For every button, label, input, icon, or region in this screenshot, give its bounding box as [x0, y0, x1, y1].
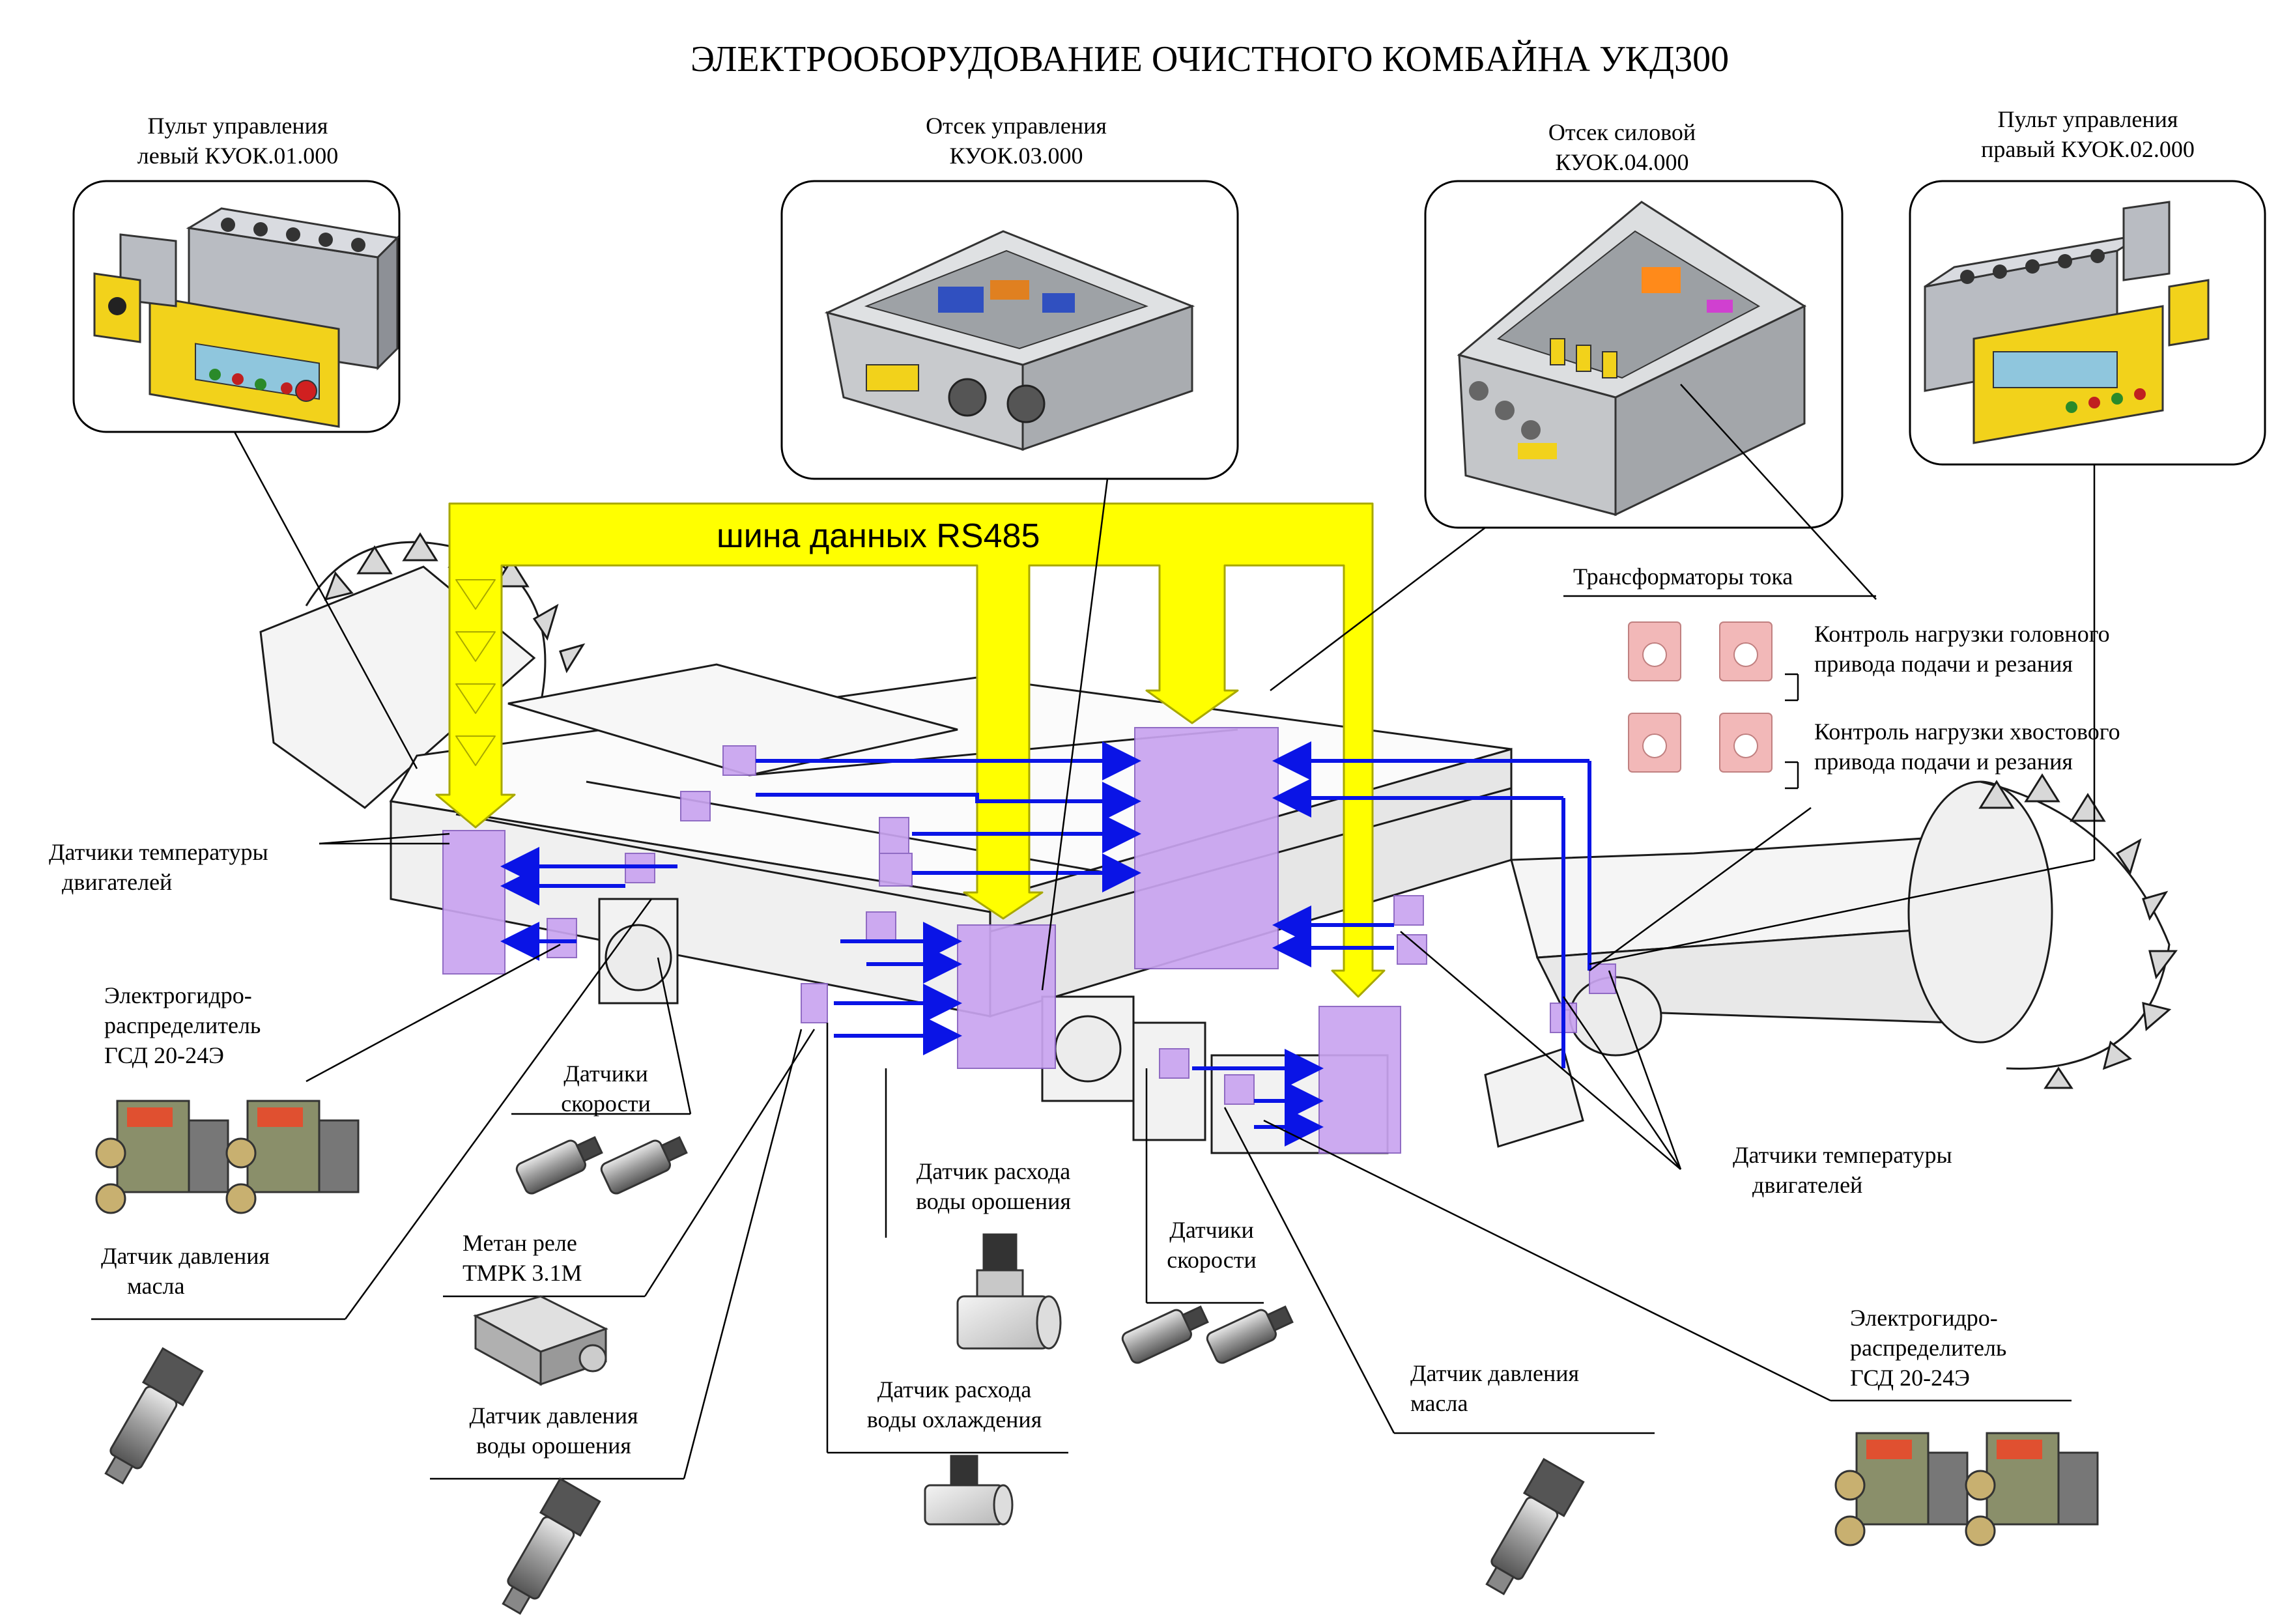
control-compartment-frame — [780, 180, 1239, 480]
oil-pressure-right-label-line1: Датчик давления — [1410, 1360, 1580, 1386]
control-module — [957, 924, 1056, 1069]
methane-relay-label: Метан реле ТМРК 3.1М — [463, 1228, 582, 1288]
speed-sensors-right-illustration — [1121, 1305, 1294, 1364]
water-pressure-label: Датчик давления воды орошения — [430, 1401, 677, 1460]
oil-pressure-left-illustration — [104, 1346, 204, 1485]
temp-sensors-left-label-line1: Датчики температуры — [49, 839, 268, 865]
panel-right-label: Пульт управления правый КУОК.02.000 — [1941, 104, 2234, 164]
distributor-right-label-line3: ГСД 20-24Э — [1850, 1365, 1970, 1391]
panel-left-label-line1: Пульт управления — [147, 113, 328, 139]
distributor-right-label-line1: Электрогидро- — [1850, 1305, 1998, 1331]
power-compartment-label: Отсек силовой КУОК.04.000 — [1492, 117, 1752, 177]
methane-relay-label-line1: Метан реле — [463, 1230, 577, 1256]
oil-pressure-left-label: Датчик давления масла — [101, 1241, 270, 1301]
oil-pressure-right-label: Датчик давления масла — [1410, 1358, 1579, 1418]
distributor-right-label: Электрогидро- распределитель ГСД 20-24Э — [1850, 1303, 2006, 1393]
panel-right-label-line1: Пульт управления — [1997, 106, 2178, 132]
distributor-left-illustration — [95, 1100, 360, 1214]
water-pressure-illustration — [502, 1477, 601, 1615]
temp-sensors-right-label-line2: двигателей — [1752, 1172, 1863, 1198]
distributor-left-label-line3: ГСД 20-24Э — [104, 1042, 224, 1068]
current-transformers-label: Трансформаторы тока — [1573, 563, 1793, 590]
temp-sensors-left-label-line2: двигателей — [62, 869, 173, 895]
speed-sensors-left-label-line1: Датчики — [563, 1061, 648, 1087]
temp-sensors-right-label: Датчики температуры двигателей — [1733, 1140, 1952, 1200]
water-flow-irrigation-label: Датчик расхода воды орошения — [883, 1156, 1104, 1216]
speed-sensors-right-label: Датчики скорости — [1146, 1215, 1277, 1275]
power-compartment-frame — [1424, 180, 1844, 529]
speed-sensors-left-label-line2: скорости — [561, 1090, 651, 1117]
water-flow-cooling-label-line2: воды охлаждения — [866, 1406, 1042, 1432]
power-compartment-label-line2: КУОК.04.000 — [1555, 149, 1689, 175]
flow-meter-cooling-illustration — [924, 1455, 1014, 1526]
signal-lines — [500, 741, 1591, 1147]
panel-left-label-line2: левый КУОК.01.000 — [137, 143, 339, 169]
panel-right-label-line2: правый КУОК.02.000 — [1981, 136, 2195, 162]
load-tail-label-line2: привода подачи и резания — [1814, 748, 2073, 775]
temp-sensors-right-label-line1: Датчики температуры — [1733, 1142, 1952, 1168]
water-flow-cooling-label: Датчик расхода воды охлаждения — [831, 1375, 1078, 1434]
control-compartment-illustration — [824, 230, 1195, 451]
oil-pressure-right-illustration — [1485, 1457, 1585, 1595]
load-head-label-line1: Контроль нагрузки головного — [1814, 621, 2110, 647]
methane-relay-illustration — [473, 1295, 608, 1386]
leader-lines — [91, 384, 2096, 1480]
oil-pressure-left-label-line1: Датчик давления — [101, 1243, 270, 1269]
load-tail-label: Контроль нагрузки хвостового привода под… — [1814, 717, 2120, 776]
oil-pressure-left-label-line2: масла — [127, 1273, 185, 1299]
temp-sensors-left-label: Датчики температуры двигателей — [49, 837, 268, 897]
water-flow-irrigation-label-line1: Датчик расхода — [916, 1158, 1071, 1184]
bus-label: шина данных RS485 — [717, 517, 1040, 555]
distributor-left-label-line2: распределитель — [104, 1012, 261, 1038]
power-compartment-label-line1: Отсек силовой — [1548, 119, 1696, 145]
distributor-left-label-line1: Электрогидро- — [104, 982, 252, 1008]
flow-meter-irrigation-illustration — [956, 1233, 1062, 1350]
distributor-left-label: Электрогидро- распределитель ГСД 20-24Э — [104, 980, 261, 1070]
water-flow-cooling-label-line1: Датчик расхода — [877, 1376, 1032, 1403]
speed-sensors-left-label: Датчики скорости — [541, 1059, 671, 1118]
power-compartment-illustration — [1457, 201, 1807, 517]
oil-pressure-right-label-line2: масла — [1410, 1390, 1468, 1416]
panel-right-illustration — [1924, 201, 2210, 444]
panel-left-frame — [72, 180, 401, 433]
right-motor-module — [1318, 1006, 1401, 1154]
water-flow-irrigation-label-line2: воды орошения — [915, 1188, 1071, 1214]
control-compartment-label: Отсек управления КУОК.03.000 — [879, 111, 1153, 171]
speed-sensors-right-label-line1: Датчики — [1169, 1217, 1254, 1243]
rs485-bus — [435, 502, 1386, 998]
speed-sensors-right-label-line2: скорости — [1167, 1247, 1257, 1273]
methane-relay-label-line2: ТМРК 3.1М — [463, 1260, 582, 1286]
distributor-right-label-line2: распределитель — [1850, 1335, 2007, 1361]
left-motor-module — [442, 830, 506, 975]
water-pressure-label-line2: воды орошения — [476, 1432, 631, 1459]
page-title: ЭЛЕКТРООБОРУДОВАНИЕ ОЧИСТНОГО КОМБАЙНА У… — [691, 39, 1730, 79]
panel-left-illustration — [93, 207, 400, 428]
load-head-label-line2: привода подачи и резания — [1814, 651, 2073, 677]
control-compartment-label-line2: КУОК.03.000 — [949, 143, 1083, 169]
distributor-right-illustration — [1834, 1432, 2099, 1546]
panel-left-label: Пульт управления левый КУОК.01.000 — [98, 111, 378, 171]
panel-right-frame — [1909, 180, 2266, 466]
control-compartment-label-line1: Отсек управления — [926, 113, 1107, 139]
water-pressure-label-line1: Датчик давления — [469, 1403, 638, 1429]
load-head-label: Контроль нагрузки головного привода пода… — [1814, 619, 2110, 679]
power-module — [1134, 727, 1279, 969]
speed-sensors-left-illustration — [515, 1135, 688, 1195]
load-tail-label-line1: Контроль нагрузки хвостового — [1814, 719, 2120, 745]
current-transformers — [1628, 621, 1773, 773]
